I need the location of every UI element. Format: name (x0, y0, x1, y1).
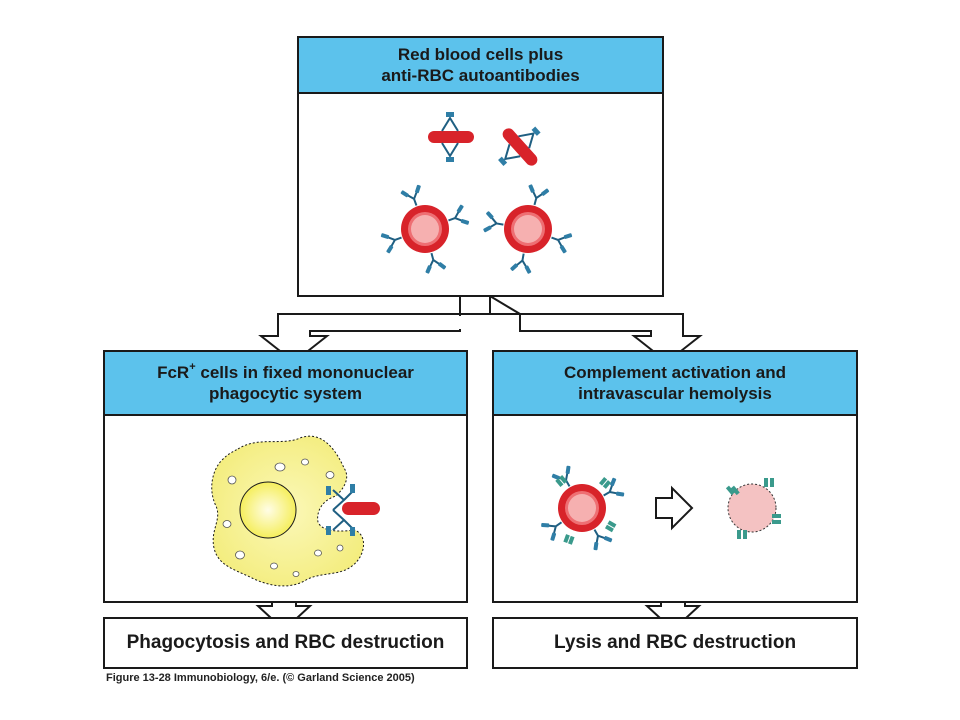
right-box-title-line1: Complement activation and (564, 363, 786, 382)
left-box-header: FcR+ cells in fixed mononuclear phagocyt… (105, 352, 466, 416)
right-result-box: Lysis and RBC destruction (492, 617, 858, 669)
rbc-with-complement (538, 463, 627, 553)
left-box-title-sup: + (189, 361, 196, 374)
left-box-title-rest: cells in fixed mononuclear (195, 363, 414, 382)
left-box-title-fcr: FcR (157, 363, 190, 382)
right-box-title-line2: intravascular hemolysis (578, 384, 772, 403)
process-arrow (655, 485, 694, 531)
lysed-rbc-ghost (725, 478, 781, 539)
top-box-title-line2: anti-RBC autoantibodies (381, 66, 580, 85)
left-box-title-line2: phagocytic system (208, 384, 363, 403)
right-box-header: Complement activation and intravascular … (494, 352, 856, 416)
left-result-label: Phagocytosis and RBC destruction (126, 632, 445, 653)
split-arrow (489, 294, 703, 364)
top-box: Red blood cells plus anti-RBC autoantibo… (297, 36, 664, 297)
rbc-face-view-1 (378, 182, 472, 276)
right-result-label: Lysis and RBC destruction (553, 632, 797, 653)
figure-caption: Figure 13-28 Immunobiology, 6/e. (© Garl… (106, 672, 415, 684)
engulfed-rbc (326, 484, 380, 536)
left-result-box: Phagocytosis and RBC destruction (103, 617, 468, 669)
left-box-title-line1: FcR+ cells in fixed mononuclear (157, 362, 414, 383)
top-box-title-line1: Red blood cells plus (397, 45, 564, 64)
top-box-header: Red blood cells plus anti-RBC autoantibo… (299, 38, 662, 94)
rbc-side-view-2 (498, 126, 541, 166)
rbc-side-view-1 (428, 112, 474, 162)
macrophage (211, 435, 364, 587)
rbc-face-view-2 (481, 182, 575, 276)
